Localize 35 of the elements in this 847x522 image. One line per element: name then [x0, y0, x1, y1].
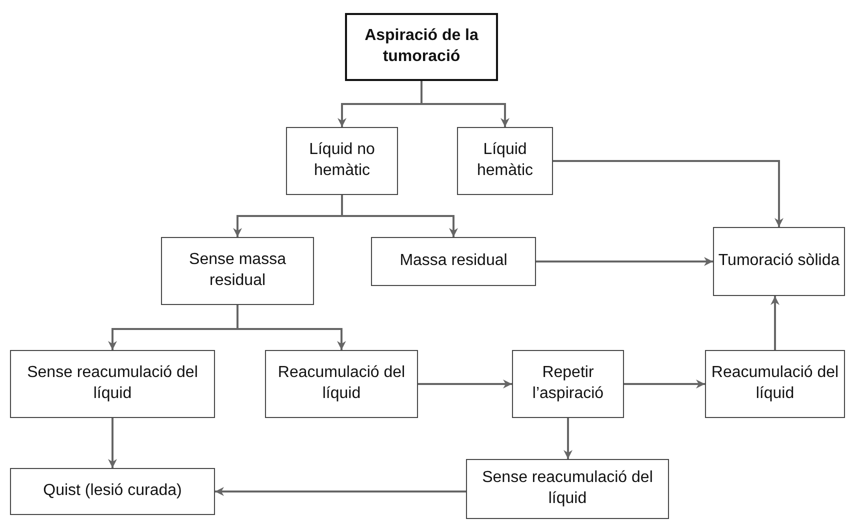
box-label: Sense reacumulació del líquid: [26, 363, 199, 404]
arrow: [564, 418, 572, 459]
process-box: [10, 468, 215, 515]
process-box: [466, 459, 669, 519]
arrow: [215, 487, 466, 496]
arrow: [536, 257, 713, 266]
box-label: Líquid no hemàtic: [308, 140, 376, 181]
box-label: Sense massa residual: [188, 250, 287, 291]
arrow: [420, 81, 510, 127]
box-label: Sense reacumulació del líquid: [481, 468, 654, 509]
box-label: Reacumulació del líquid: [710, 363, 840, 404]
box-label: Repetir l’aspiració: [531, 363, 605, 404]
box-label: Quist (lesió curada): [43, 481, 182, 502]
arrow: [236, 305, 346, 350]
arrow: [341, 195, 458, 237]
box-label: Tumoració sòlida: [718, 251, 840, 272]
box-label: Massa residual: [400, 251, 508, 272]
arrow: [108, 418, 117, 468]
process-box: [286, 127, 398, 195]
process-box: [10, 350, 215, 418]
process-box: [345, 13, 498, 81]
arrow: [553, 160, 784, 227]
arrow: [418, 380, 512, 388]
process-box: [512, 350, 624, 418]
arrow: [624, 380, 705, 388]
process-box: [265, 350, 418, 418]
box-label: Líquid hemàtic: [476, 140, 534, 181]
box-label: Aspiració de la tumoració: [364, 26, 480, 67]
arrow: [770, 296, 780, 350]
process-box: [371, 237, 536, 286]
process-box: [713, 227, 845, 296]
process-box: [457, 127, 553, 195]
process-box: [161, 237, 314, 305]
box-label: Reacumulació del líquid: [276, 363, 406, 404]
process-box: [705, 350, 845, 418]
